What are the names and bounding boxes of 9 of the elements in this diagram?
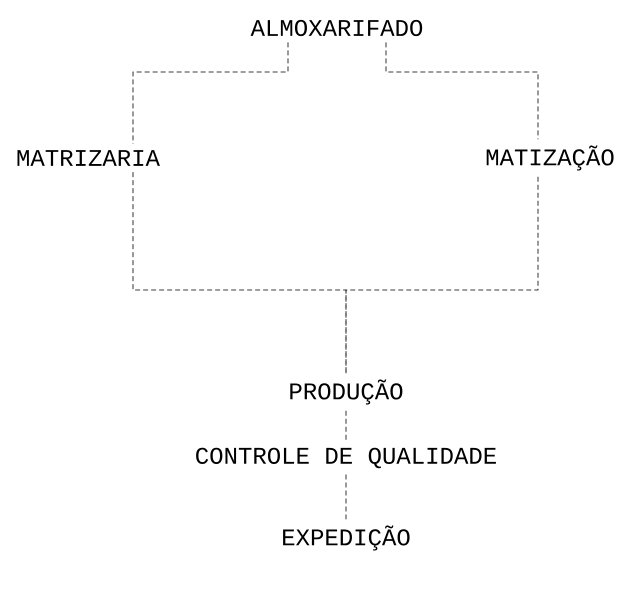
connector-line (132, 42, 288, 144)
department-name: MATRIZARIA (18, 150, 160, 166)
connector-line (386, 42, 538, 140)
department-name: EXPEDIÇÃO (283, 525, 410, 550)
connector-line (346, 176, 538, 374)
department-name: CONTROLE DE QUALIDADE (196, 448, 496, 468)
department-name: MATIZAÇÃO (486, 145, 614, 171)
department-name: ALMOXARIFADO (250, 20, 422, 36)
department-name: PRODUÇÃO (290, 379, 402, 404)
